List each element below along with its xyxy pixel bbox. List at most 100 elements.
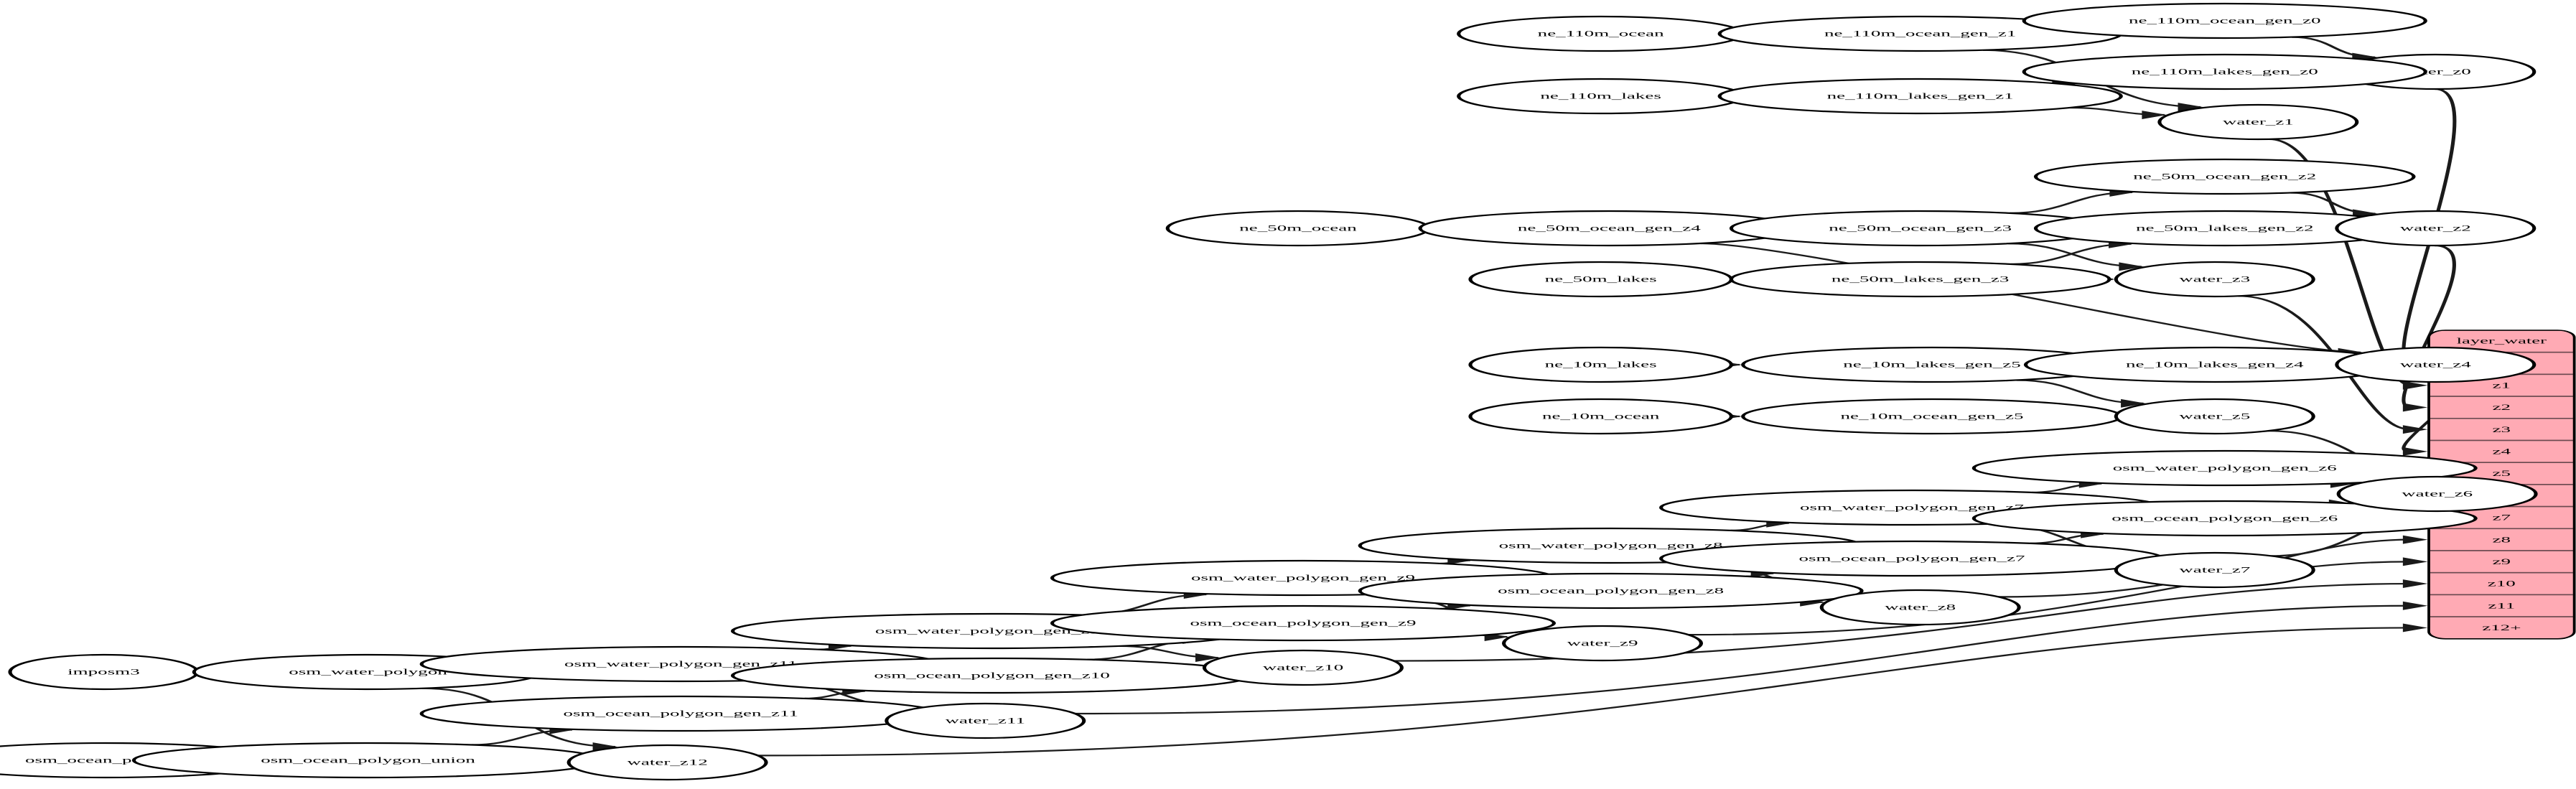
node-osm_ocean_polygon_union[interactable]: osm_ocean_polygon_union [131,742,605,779]
edge-water_z2-to-layer-z2 [2402,244,2456,408]
layer-table-row-z8[interactable] [2428,528,2575,551]
node-label-ne_10m_lakes_gen_z4: ne_10m_lakes_gen_z4 [2126,360,2304,370]
node-label-ne_10m_ocean: ne_10m_ocean [1542,412,1660,421]
node-label-water_z3: water_z3 [2179,275,2250,284]
edge-arrowhead [2402,623,2428,632]
node-osm_water_polygon_gen_z6[interactable]: osm_water_polygon_gen_z6 [1971,449,2478,487]
node-ne_110m_lakes_gen_z1[interactable]: ne_110m_lakes_gen_z1 [1717,78,2123,115]
node-ne_50m_ocean[interactable]: ne_50m_ocean [1165,210,1431,247]
node-water_z10[interactable]: water_z10 [1202,649,1404,686]
node-ne_50m_lakes[interactable]: ne_50m_lakes [1468,261,1733,298]
layer-table-label-z7: z7 [2493,513,2511,523]
node-ellipse-ne_110m_lakes_gen_z1[interactable] [1717,78,2123,115]
node-ne_50m_lakes_gen_z3[interactable]: ne_50m_lakes_gen_z3 [1729,261,2111,298]
node-ellipse-water_z2[interactable] [2335,210,2537,247]
node-water_z11[interactable]: water_z11 [885,702,1086,739]
node-label-water_z10: water_z10 [1263,663,1343,673]
node-osm_ocean_polygon_gen_z9[interactable]: osm_ocean_polygon_gen_z9 [1050,604,1557,642]
node-label-ne_10m_ocean_gen_z5: ne_10m_ocean_gen_z5 [1841,412,2024,421]
layer-table-row-z10[interactable] [2428,571,2575,596]
layer-table-label-z11: z11 [2488,601,2515,610]
node-ellipse-water_z10[interactable] [1202,649,1404,686]
node-ne_10m_lakes_gen_z5[interactable]: ne_10m_lakes_gen_z5 [1741,346,2123,383]
node-ellipse-water_z12[interactable] [566,744,768,781]
node-ne_110m_lakes_gen_z0[interactable]: ne_110m_lakes_gen_z0 [2022,53,2427,90]
node-label-water_z11: water_z11 [946,716,1025,726]
node-label-ne_10m_lakes: ne_10m_lakes [1545,360,1657,370]
node-label-water_z6: water_z6 [2402,490,2473,499]
node-ne_110m_ocean_gen_z0[interactable]: ne_110m_ocean_gen_z0 [2022,2,2427,39]
node-ellipse-water_z4[interactable] [2335,346,2537,383]
node-osm_ocean_polygon_gen_z6[interactable]: osm_ocean_polygon_gen_z6 [1971,500,2478,537]
node-ellipse-water_z6[interactable] [2336,475,2538,513]
node-osm_ocean_polygon_gen_z8[interactable]: osm_ocean_polygon_gen_z8 [1358,572,1864,610]
layer-table-label-z12+: z12+ [2482,623,2521,632]
node-ne_110m_lakes[interactable]: ne_110m_lakes [1457,78,1745,115]
node-ellipse-osm_ocean_polygon_gen_z6[interactable] [1971,500,2478,537]
node-ne_50m_ocean_gen_z2[interactable]: ne_50m_ocean_gen_z2 [2033,158,2416,195]
node-label-water_z9: water_z9 [1567,639,1638,648]
node-label-ne_110m_lakes: ne_110m_lakes [1540,92,1661,101]
node-ellipse-water_z9[interactable] [1501,625,1704,662]
node-ellipse-water_z5[interactable] [2114,398,2315,435]
node-water_z6[interactable]: water_z6 [2336,475,2538,513]
node-label-ne_50m_lakes_gen_z3: ne_50m_lakes_gen_z3 [1831,275,2010,284]
node-ellipse-water_z8[interactable] [1819,589,2021,626]
node-water_z8[interactable]: water_z8 [1819,589,2021,626]
layer-table-label-z5: z5 [2493,469,2511,478]
node-ne_110m_ocean_gen_z1[interactable]: ne_110m_ocean_gen_z1 [1717,15,2123,52]
node-label-ne_50m_lakes_gen_z2: ne_50m_lakes_gen_z2 [2136,224,2314,233]
node-imposm3[interactable]: imposm3 [8,653,200,691]
node-water_z7[interactable]: water_z7 [2114,551,2315,589]
node-ellipse-ne_10m_ocean[interactable] [1468,398,1733,435]
node-ne_110m_ocean[interactable]: ne_110m_ocean [1457,15,1745,52]
layer-table-label-z4: z4 [2493,447,2511,456]
node-ellipse-water_z1[interactable] [2157,103,2359,141]
node-label-ne_110m_lakes_gen_z0: ne_110m_lakes_gen_z0 [2132,67,2318,77]
node-ne_10m_lakes[interactable]: ne_10m_lakes [1468,346,1733,383]
node-label-osm_ocean_polygon_union: osm_ocean_polygon_union [261,756,475,765]
layer-table-title: layer_water [2457,337,2547,345]
node-osm_ocean_polygon_gen_z7[interactable]: osm_ocean_polygon_gen_z7 [1658,540,2165,577]
node-water_z2[interactable]: water_z2 [2335,210,2537,247]
node-ellipse-osm_ocean_polygon_gen_z9[interactable] [1050,604,1557,642]
node-label-water_z5: water_z5 [2179,412,2250,421]
node-water_z4[interactable]: water_z4 [2335,346,2537,383]
node-water_z3[interactable]: water_z3 [2114,261,2315,298]
edge-arrowhead [2402,535,2428,544]
node-label-osm_ocean_polygon_gen_z10: osm_ocean_polygon_gen_z10 [874,671,1110,681]
layer-table-label-z8: z8 [2493,535,2511,544]
node-ellipse-ne_110m_ocean_gen_z0[interactable] [2022,2,2427,39]
node-ne_10m_ocean_gen_z5[interactable]: ne_10m_ocean_gen_z5 [1741,398,2123,435]
node-label-ne_50m_ocean_gen_z2: ne_50m_ocean_gen_z2 [2133,172,2316,182]
edge-arrowhead [2402,403,2428,412]
node-label-osm_ocean_polygon_gen_z8: osm_ocean_polygon_gen_z8 [1498,587,1724,596]
node-osm_ocean_polygon_gen_z11[interactable]: osm_ocean_polygon_gen_z11 [419,695,942,732]
node-ellipse-ne_10m_lakes[interactable] [1468,346,1733,383]
node-water_z12[interactable]: water_z12 [566,744,768,781]
node-ellipse-water_z11[interactable] [885,702,1086,739]
node-ellipse-water_z7[interactable] [2114,551,2315,589]
node-ellipse-osm_water_polygon_gen_z6[interactable] [1971,449,2478,487]
node-label-osm_ocean_polygon_gen_z9: osm_ocean_polygon_gen_z9 [1190,619,1416,628]
layer-table-row-z4[interactable] [2428,439,2575,464]
node-water_z5[interactable]: water_z5 [2114,398,2315,435]
layer-table-label-z10: z10 [2488,579,2516,589]
node-ellipse-osm_ocean_polygon_gen_z8[interactable] [1358,572,1864,610]
edge-ne_110m_ocean_gen_z0-to-water_z0 [2292,36,2375,58]
node-label-osm_water_polygon_gen_z10: osm_water_polygon_gen_z10 [875,627,1109,636]
node-ellipse-ne_50m_lakes_gen_z3[interactable] [1729,261,2111,298]
node-water_z1[interactable]: water_z1 [2157,103,2359,141]
node-ellipse-ne_110m_lakes_gen_z0[interactable] [2022,53,2427,90]
node-label-ne_110m_ocean: ne_110m_ocean [1538,29,1665,39]
node-osm_ocean_polygon_gen_z10[interactable]: osm_ocean_polygon_gen_z10 [730,657,1254,694]
node-ellipse-water_z3[interactable] [2114,261,2315,298]
node-ne_10m_ocean[interactable]: ne_10m_ocean [1468,398,1733,435]
node-water_z9[interactable]: water_z9 [1501,625,1704,662]
layer-table-row-z9[interactable] [2428,550,2575,574]
node-label-ne_110m_lakes_gen_z1: ne_110m_lakes_gen_z1 [1827,92,2014,101]
layer-table-label-z1: z1 [2493,381,2511,390]
node-label-ne_50m_ocean_gen_z3: ne_50m_ocean_gen_z3 [1829,224,2012,233]
node-ellipse-ne_50m_ocean_gen_z2[interactable] [2033,158,2416,195]
